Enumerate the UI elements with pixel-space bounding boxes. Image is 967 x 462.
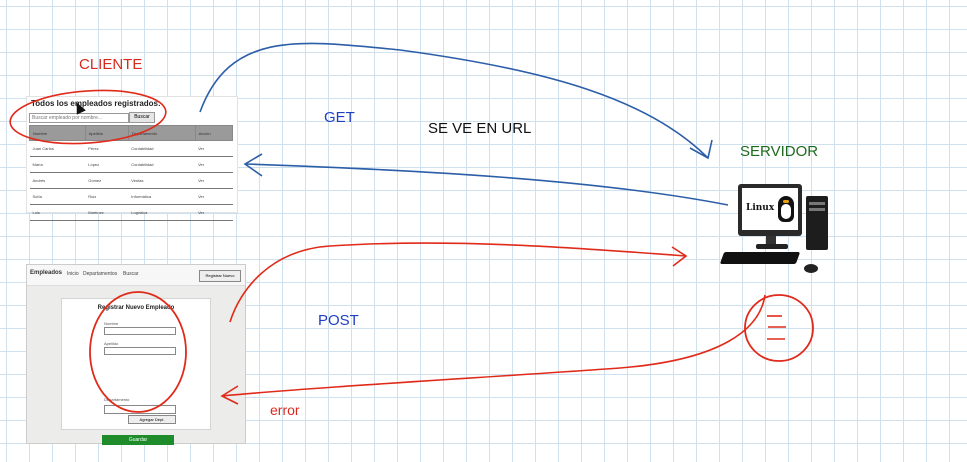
cell[interactable]: Ver xyxy=(195,172,233,189)
error-response-arrow xyxy=(221,294,766,397)
field-label-departamento: Departamento xyxy=(104,397,130,402)
tower-icon xyxy=(806,196,828,250)
cell: Gómez xyxy=(85,172,129,189)
column-header: Apellido xyxy=(84,125,129,141)
column-header: Departamento xyxy=(127,125,196,141)
cell: Ruiz xyxy=(85,188,129,205)
nav-register-button[interactable]: Registrar Nuevo xyxy=(199,270,241,282)
cell: Pérez xyxy=(85,140,129,157)
search-button[interactable]: Buscar xyxy=(129,112,155,123)
cell: Informática xyxy=(128,188,196,205)
list-title: Todos los empleados registrados: xyxy=(31,99,161,108)
form-panel: Registrar Nuevo Empleado Nombre Apellido… xyxy=(61,298,211,445)
post-request-arrowhead xyxy=(671,246,688,267)
table-row: Luis Martínez Logística Ver xyxy=(29,204,233,221)
post-label: POST xyxy=(318,312,359,329)
column-header: Nombre xyxy=(29,125,86,141)
monitor-base xyxy=(756,244,788,249)
cell[interactable]: Ver xyxy=(195,156,233,173)
employee-table: Nombre Apellido Departamento Acción Juan… xyxy=(29,125,234,221)
field-label-nombre: Nombre xyxy=(104,321,119,326)
tux-penguin-icon xyxy=(778,196,794,222)
nav-item-buscar[interactable]: Buscar xyxy=(123,271,139,277)
server-process-circle xyxy=(744,294,814,362)
get-response-arrowhead xyxy=(243,153,263,177)
cell: Ventas xyxy=(128,172,196,189)
apellido-field[interactable] xyxy=(104,347,176,355)
get-request-arrowhead xyxy=(689,139,713,160)
cell: Contabilidad xyxy=(128,140,196,157)
client-list-screenshot: Todos los empleados registrados: Buscar … xyxy=(26,96,238,221)
cell[interactable]: Ver xyxy=(195,140,233,157)
cell: Luis xyxy=(29,204,86,221)
nombre-field[interactable] xyxy=(104,327,176,335)
form-title: Registrar Nuevo Empleado xyxy=(97,305,175,311)
cell: Contabilidad xyxy=(128,156,196,173)
add-department-button[interactable]: Agregar Dept. xyxy=(128,415,176,424)
cell[interactable]: Ver xyxy=(195,188,233,205)
submit-button[interactable]: Guardar xyxy=(102,435,174,445)
post-request-arrow xyxy=(229,242,687,323)
cell: María xyxy=(29,156,86,173)
cell: López xyxy=(85,156,129,173)
table-row: María López Contabilidad Ver xyxy=(29,156,233,173)
linux-logo-text: Linux xyxy=(746,203,775,213)
monitor-screen: Linux xyxy=(742,188,798,230)
cell: Juan Carlos xyxy=(29,140,86,157)
nav-item-inicio[interactable]: Inicio xyxy=(67,271,79,277)
table-row: Juan Carlos Pérez Contabilidad Ver xyxy=(29,140,233,157)
cliente-label: CLIENTE xyxy=(79,56,143,73)
nav-item-departamentos[interactable]: Departamentos xyxy=(83,271,118,277)
monitor-icon: Linux xyxy=(738,184,802,236)
se-ve-en-url-label: SE VE EN URL xyxy=(428,120,532,137)
get-request-arrow xyxy=(199,42,709,159)
cell[interactable]: Ver xyxy=(195,204,233,221)
departamento-select[interactable] xyxy=(104,405,176,414)
cell: Sofía xyxy=(29,188,86,205)
error-label: error xyxy=(270,402,300,418)
navbar-brand[interactable]: Empleados xyxy=(30,270,63,276)
monitor-stand xyxy=(766,236,776,246)
table-row: Andrés Gómez Ventas Ver xyxy=(29,172,233,189)
cell: Martínez xyxy=(85,204,129,221)
form-navbar: Empleados Inicio Departamentos Buscar Re… xyxy=(27,265,245,286)
get-response-arrow xyxy=(244,163,729,206)
server-computer: Linux xyxy=(719,180,832,280)
column-header: Acción xyxy=(194,125,234,141)
client-form-screenshot: Empleados Inicio Departamentos Buscar Re… xyxy=(26,264,246,445)
servidor-label: SERVIDOR xyxy=(740,143,819,160)
mouse-icon xyxy=(804,264,818,273)
table-row: Sofía Ruiz Informática Ver xyxy=(29,188,233,205)
field-label-apellido: Apellido xyxy=(104,341,119,346)
get-label: GET xyxy=(324,109,355,126)
keyboard-icon xyxy=(719,252,801,264)
cell: Andrés xyxy=(29,172,86,189)
cell: Logística xyxy=(128,204,196,221)
search-input[interactable]: Buscar empleado por nombre... xyxy=(29,113,129,123)
